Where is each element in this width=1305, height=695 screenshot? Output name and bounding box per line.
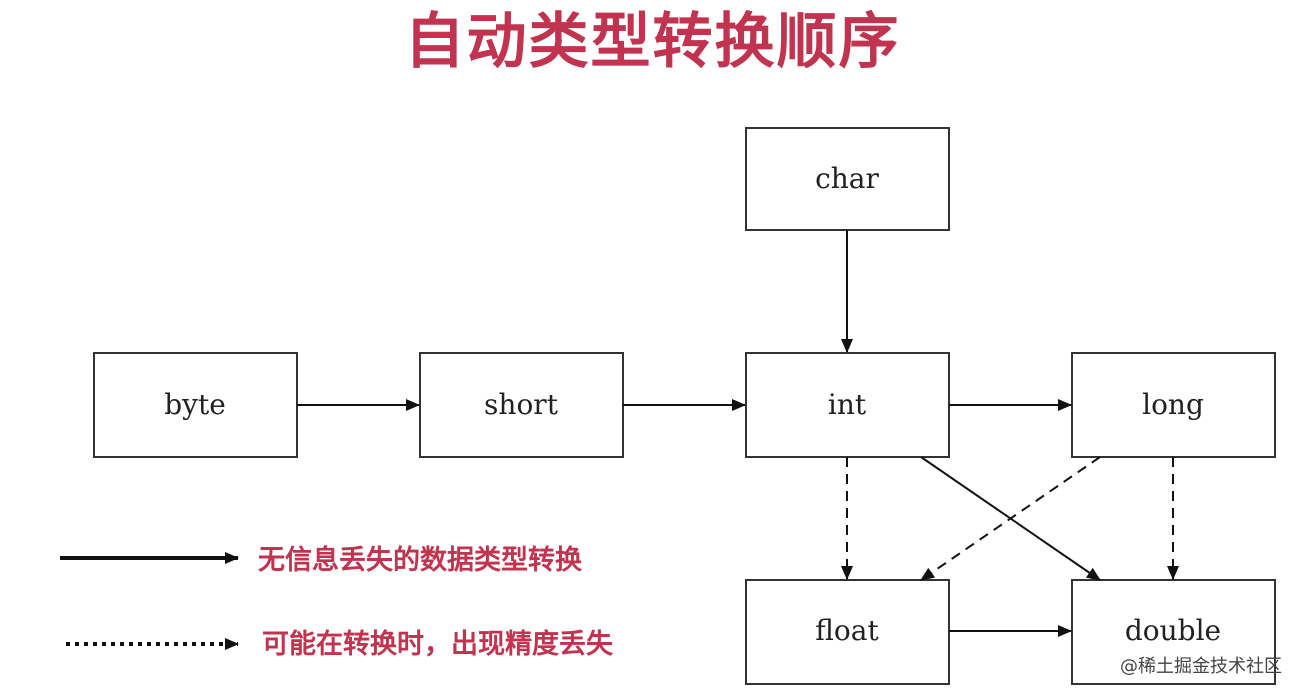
node-char: char <box>745 127 950 231</box>
node-int: int <box>745 352 950 458</box>
node-float: float <box>745 579 950 685</box>
legend-solid-label: 无信息丢失的数据类型转换 <box>258 545 582 576</box>
node-short-label: short <box>484 388 559 421</box>
node-double-label: double <box>1125 614 1221 647</box>
node-short: short <box>419 352 624 458</box>
node-int-label: int <box>828 388 867 421</box>
watermark: @稀土掘金技术社区 <box>1120 656 1282 677</box>
node-long: long <box>1071 352 1276 458</box>
legend-dotted-label: 可能在转换时，出现精度丢失 <box>262 629 613 660</box>
node-byte: byte <box>93 352 298 458</box>
node-long-label: long <box>1142 388 1204 421</box>
node-double: double <box>1071 579 1276 685</box>
node-float-label: float <box>815 614 879 647</box>
node-byte-label: byte <box>164 388 226 421</box>
node-char-label: char <box>815 162 879 195</box>
edge-long-to-float-dashed <box>920 456 1101 581</box>
diagram-title: 自动类型转换顺序 <box>404 7 901 77</box>
